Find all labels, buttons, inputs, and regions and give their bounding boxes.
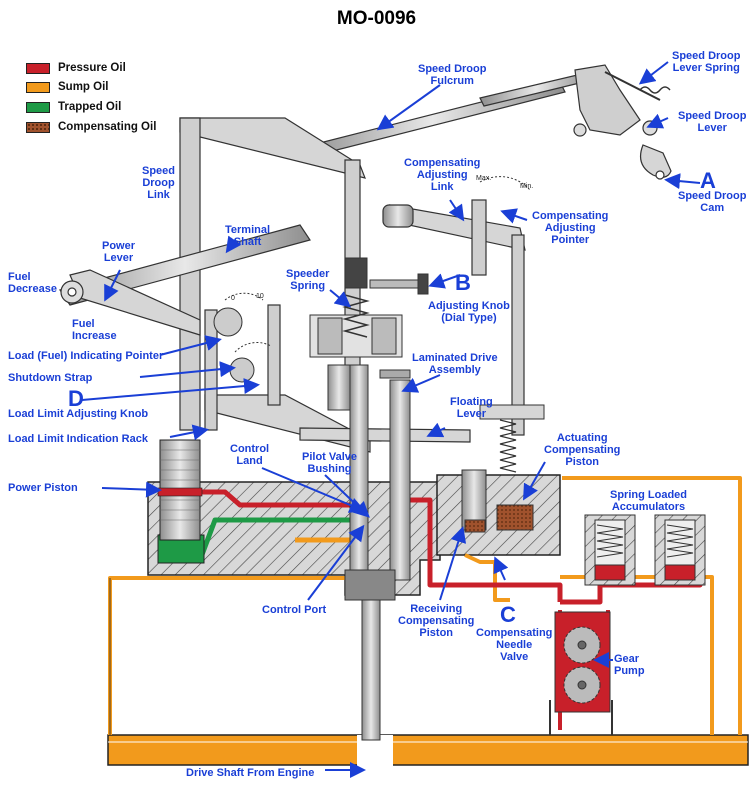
adjusting-knob bbox=[369, 273, 429, 295]
label-text: Gear Pump bbox=[614, 653, 645, 677]
legend-item-compensating-oil: Compensating Oil bbox=[26, 120, 156, 134]
label-receiving-compensating-piston: Receiving Compensating Piston bbox=[398, 603, 474, 639]
label-drive-shaft: Drive Shaft From Engine bbox=[186, 767, 315, 779]
label-text: Speed Droop Link bbox=[142, 165, 176, 201]
legend-swatch bbox=[26, 101, 50, 113]
label-spring-loaded-accumulators: Spring Loaded Accumulators bbox=[610, 489, 687, 513]
label-shutdown-strap: Shutdown Strap bbox=[8, 372, 92, 384]
label-text: Power Piston bbox=[8, 482, 78, 494]
label-text: Receiving Compensating Piston bbox=[398, 603, 475, 639]
linkages bbox=[59, 64, 672, 453]
legend-swatch bbox=[26, 121, 50, 133]
legend-label: Sump Oil bbox=[58, 81, 109, 93]
label-gear-pump: Gear Pump bbox=[614, 653, 645, 677]
label-power-piston: Power Piston bbox=[8, 482, 78, 494]
legend-item-pressure-oil: Pressure Oil bbox=[26, 61, 126, 75]
label-speeder-spring: Speeder Spring bbox=[286, 268, 329, 292]
leader-arrows bbox=[81, 61, 701, 778]
label-compensating-adjusting-link: Compensating Adjusting Link bbox=[404, 157, 480, 193]
label-text: Spring Loaded Accumulators bbox=[610, 489, 687, 513]
label-compensating-needle-valve: Compensating Needle Valve bbox=[476, 627, 552, 663]
label-text: Compensating Needle Valve bbox=[476, 627, 553, 663]
label-speed-droop-lever-spring: Speed Droop Lever Spring bbox=[672, 50, 740, 74]
label-text: Shutdown Strap bbox=[8, 372, 93, 384]
load-indicator-dial bbox=[213, 292, 272, 383]
callout-c: C bbox=[500, 602, 516, 627]
label-speed-droop-lever: Speed Droop Lever bbox=[678, 110, 746, 134]
actuating-compensating-piston bbox=[461, 404, 545, 533]
callout-b: B bbox=[455, 270, 471, 295]
label-terminal-shaft: Terminal Shaft bbox=[225, 224, 270, 248]
label-text: Fuel Increase bbox=[72, 318, 117, 342]
label-load-limit-indication-rack: Load Limit Indication Rack bbox=[8, 433, 148, 445]
label-pilot-valve-bushing: Pilot Valve Bushing bbox=[302, 451, 357, 475]
dial-max: Max. bbox=[476, 175, 491, 182]
label-text: Laminated Drive Assembly bbox=[412, 352, 498, 376]
label-actuating-compensating-piston: Actuating Compensating Piston bbox=[544, 432, 620, 468]
power-piston bbox=[157, 439, 205, 564]
label-speed-droop-link: Speed Droop Link bbox=[142, 165, 175, 201]
label-text: Load Limit Adjusting Knob bbox=[8, 408, 149, 420]
sump-base bbox=[107, 734, 749, 780]
dial-min: Min. bbox=[520, 183, 533, 190]
scale-zero: 0 bbox=[231, 295, 235, 302]
label-load-limit-adjusting-knob: Load Limit Adjusting Knob bbox=[8, 408, 148, 420]
label-text: Compensating Adjusting Link bbox=[404, 157, 481, 193]
label-text: Floating Lever bbox=[450, 396, 493, 420]
label-laminated-drive-assembly: Laminated Drive Assembly bbox=[412, 352, 498, 376]
label-text: Pilot Valve Bushing bbox=[302, 451, 358, 475]
legend-label: Trapped Oil bbox=[58, 101, 122, 113]
page-title: MO-0096 bbox=[336, 8, 417, 29]
legend-label: Pressure Oil bbox=[58, 62, 126, 74]
label-text: Load (Fuel) Indicating Pointer bbox=[8, 350, 164, 362]
legend-swatch bbox=[26, 81, 50, 93]
label-control-land: Control Land bbox=[230, 443, 269, 467]
label-text: Load Limit Indication Rack bbox=[8, 433, 148, 445]
label-text: Speed Droop Lever bbox=[678, 110, 747, 134]
label-adjusting-knob: Adjusting Knob (Dial Type) bbox=[428, 300, 510, 324]
label-control-port: Control Port bbox=[262, 604, 326, 616]
label-speed-droop-fulcrum: Speed Droop Fulcrum bbox=[418, 63, 486, 87]
spring-loaded-accumulators bbox=[584, 514, 706, 586]
label-text: Control Land bbox=[230, 443, 270, 467]
label-text: Fuel Decrease bbox=[8, 271, 57, 295]
label-fuel-increase: Fuel Increase bbox=[72, 318, 117, 342]
label-floating-lever: Floating Lever bbox=[450, 396, 493, 420]
legend-item-sump-oil: Sump Oil bbox=[26, 80, 108, 94]
scale-ten: 10 bbox=[256, 293, 264, 300]
label-text: Speed Droop Lever Spring bbox=[672, 50, 741, 74]
label-text: Actuating Compensating Piston bbox=[544, 432, 621, 468]
callout-a: A bbox=[700, 168, 716, 193]
label-text: Power Lever bbox=[102, 240, 136, 264]
label-text: Speed Droop Fulcrum bbox=[418, 63, 487, 87]
label-text: Adjusting Knob (Dial Type) bbox=[428, 300, 510, 324]
label-compensating-adjusting-pointer: Compensating Adjusting Pointer bbox=[532, 210, 608, 246]
label-text: Compensating Adjusting Pointer bbox=[532, 210, 609, 246]
label-text: Speeder Spring bbox=[286, 268, 330, 292]
label-text: Control Port bbox=[262, 604, 327, 616]
label-text: Speed Droop Cam bbox=[678, 190, 747, 214]
label-speed-droop-cam: Speed Droop Cam bbox=[678, 190, 746, 214]
label-power-lever: Power Lever bbox=[102, 240, 135, 264]
legend-swatch bbox=[26, 62, 50, 74]
legend-item-trapped-oil: Trapped Oil bbox=[26, 100, 121, 114]
callout-d: D bbox=[68, 386, 84, 411]
label-text: Terminal Shaft bbox=[225, 224, 271, 248]
label-fuel-decrease: Fuel Decrease bbox=[8, 271, 57, 295]
label-load-indicating-pointer: Load (Fuel) Indicating Pointer bbox=[8, 350, 163, 362]
compensating-dial bbox=[479, 176, 531, 191]
legend-label: Compensating Oil bbox=[58, 121, 157, 133]
